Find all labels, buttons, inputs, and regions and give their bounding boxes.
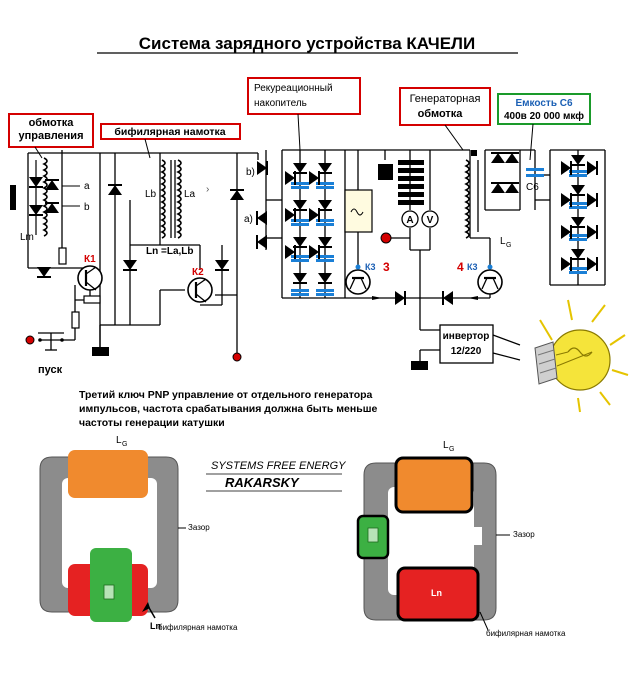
ammeter-label: A (406, 215, 413, 226)
brand: SYSTEMS FREE ENERGY RAKARSKY (206, 460, 346, 492)
start-label: пуск (38, 364, 63, 376)
recup-line2: накопитель (254, 98, 307, 109)
wire-to-bulb-2 (492, 352, 521, 361)
a-input-label: a) (244, 214, 253, 225)
battery-stack-marker (378, 164, 393, 180)
generator-winding-label: Генераторная обмотка (399, 87, 491, 126)
b-label: b (84, 202, 90, 213)
note-line1: Третий ключ PNP управление от отдельного… (79, 389, 373, 401)
number-3: 3 (383, 260, 390, 274)
right-bifilar-label: бифилярная намотка (486, 629, 566, 638)
k1-label: К1 (84, 254, 96, 265)
brand-line1: SYSTEMS FREE ENERGY (211, 460, 346, 472)
left-bifilar-label: бифилярная намотка (158, 623, 238, 632)
pointer-bifilar (144, 138, 151, 159)
c6-label: С6 (526, 182, 539, 193)
cap-line2: 400в 20 000 мкф (504, 110, 584, 122)
transistor-k3-right: 4 К3 (457, 260, 503, 295)
recup-inputs: b) a) (244, 160, 268, 250)
start-button-switch: пуск (25, 311, 80, 376)
note-line3: частоты генерации катушки (79, 417, 225, 429)
recup-ladder (284, 162, 334, 296)
voltmeter-label: V (427, 215, 434, 226)
bifilar-transformer: Lb La Ln =La,Lb › (107, 159, 245, 271)
transistor-k2: К2 (187, 267, 213, 303)
page-title: Система зарядного устройства КАЧЕЛИ (139, 34, 475, 53)
recup-label: Рекуреационный накопитель (247, 77, 361, 115)
voltmeter: V (421, 210, 439, 228)
control-winding-line1: обмотка (29, 117, 75, 129)
a-label: a (84, 181, 90, 192)
pointer-recup (297, 113, 301, 151)
wire-to-bulb-1 (492, 334, 521, 346)
left-lg-sub: G (122, 441, 127, 448)
gen-line1: Генераторная (410, 93, 481, 105)
svg-text:›: › (206, 184, 209, 195)
arrow-k3-right (468, 296, 478, 300)
pointer-gen (444, 124, 464, 151)
note-line2: импульсов, частота срабатывания должна б… (79, 403, 377, 415)
bifilar-text: бифилярная намотка (114, 126, 225, 138)
right-core: Ln L G Зазор бифилярная намотка (356, 440, 566, 638)
transistor-k1: К1 (77, 254, 103, 304)
k3-left-label: К3 (365, 262, 376, 272)
battery-stack (398, 160, 424, 205)
right-gap-label: Зазор (513, 530, 535, 539)
right-red-winding (396, 566, 480, 622)
terminal-middle (380, 232, 392, 244)
diode-bottom-1 (394, 290, 406, 306)
inverter: инвертор 12/220 (439, 324, 494, 364)
control-winding-line2: управления (18, 130, 83, 142)
ground-left (92, 347, 109, 356)
inverter-line1: инвертор (443, 331, 490, 342)
cap-line1: Емкость С6 (515, 98, 573, 109)
capacitor-c6: С6 (526, 168, 544, 193)
lg-label: L (500, 236, 506, 247)
left-ln-label: Ln (150, 621, 161, 631)
left-orange-winding (68, 450, 148, 498)
ln-formula: Ln =La,Lb (146, 246, 194, 257)
lb-label: Lb (145, 189, 157, 200)
light-bulb (534, 299, 629, 413)
k3-right-label: К3 (467, 262, 478, 272)
k2-label: К2 (192, 267, 204, 278)
lm-label: Lm (20, 232, 34, 243)
ground-inverter (411, 361, 428, 370)
right-lg-label: L (443, 440, 449, 451)
recup-line1: Рекуреационный (254, 83, 333, 94)
gen-line2: обмотка (418, 108, 464, 120)
capacitor-label: Емкость С6 400в 20 000 мкф (497, 93, 591, 125)
left-lg-label: L (116, 435, 122, 446)
transistor-k3-left: К3 3 (345, 260, 390, 295)
arrow-k3-left (372, 296, 382, 300)
pointer-cap (529, 123, 534, 161)
bifilar-label: бифилярная намотка (100, 123, 241, 140)
right-orange-winding (394, 456, 474, 514)
pulse-generator-box (344, 189, 373, 233)
left-gap-label: Зазор (188, 523, 210, 532)
right-ln-label: Ln (431, 588, 442, 598)
right-ladder (560, 154, 598, 274)
la-label: La (184, 189, 196, 200)
lg-sub: G (506, 242, 511, 249)
ammeter: A (401, 210, 419, 228)
brand-line2: RAKARSKY (225, 475, 300, 490)
number-4: 4 (457, 260, 464, 274)
diode-bottom-2 (442, 290, 454, 306)
inverter-line2: 12/220 (451, 346, 482, 357)
b-input-label: b) (246, 167, 255, 178)
terminal-right-bifilar (232, 352, 242, 362)
left-core: L G Зазор Ln бифилярная намотка (39, 435, 238, 632)
right-lg-sub: G (449, 446, 454, 453)
control-winding-label: обмотка управления (8, 113, 94, 148)
generator-coil: L G (465, 150, 520, 249)
control-coil: Lm a b (10, 157, 90, 278)
